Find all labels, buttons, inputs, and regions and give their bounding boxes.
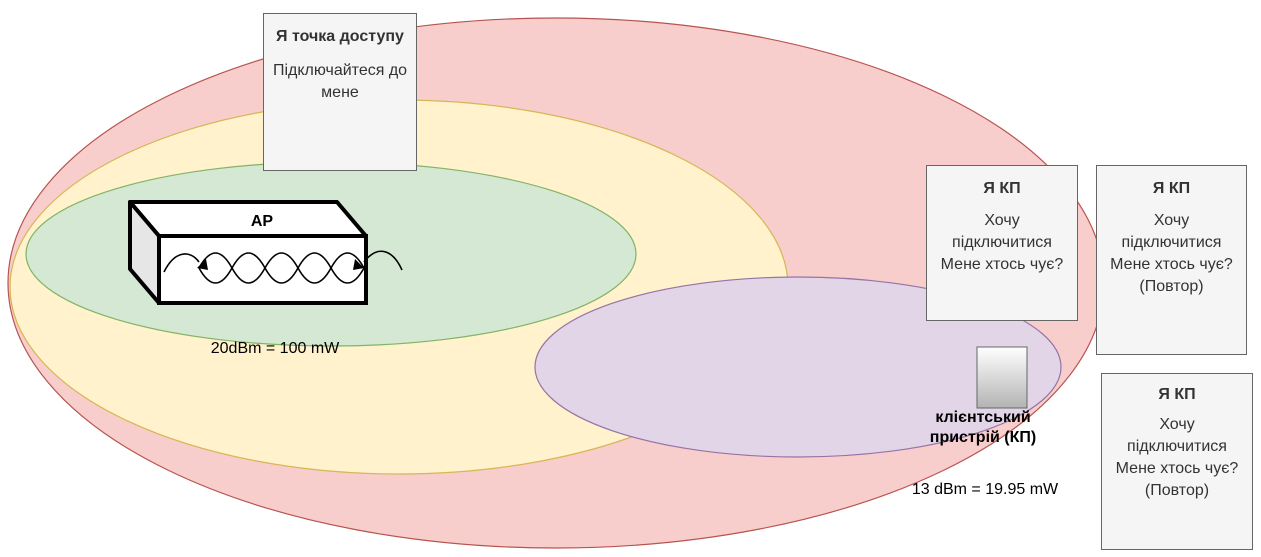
- client-message-box-1: Я КП Хочу підключитися Мене хтось чує?: [926, 165, 1078, 321]
- client-device-label: клієнтський пристрій (КП): [929, 409, 1037, 446]
- client-message-title: Я КП: [1158, 386, 1196, 403]
- client-message-body: Хочу підключитися Мене хтось чує? (Повто…: [1115, 416, 1239, 499]
- ap-message-body: Підключайтеся до мене: [272, 62, 408, 101]
- client-message-box-3: Я КП Хочу підключитися Мене хтось чує? (…: [1101, 373, 1253, 550]
- access-point-device: [128, 200, 403, 305]
- wave-icon: [163, 250, 403, 284]
- client-message-title: Я КП: [1152, 180, 1191, 197]
- client-message-title: Я КП: [983, 180, 1021, 197]
- client-message-body: Хочу підключитися Мене хтось чує? (Повто…: [1110, 212, 1233, 295]
- client-message-box-2: Я КП Хочу підключитися Мене хтось чує? (…: [1096, 165, 1247, 355]
- client-coverage-ellipse: [534, 276, 1062, 458]
- ap-power-label: 20dBm = 100 mW: [210, 340, 340, 357]
- device-label: AP: [250, 213, 274, 230]
- client-power-label: 13 dBm = 19.95 mW: [911, 481, 1059, 498]
- client-device-icon: [976, 346, 1028, 409]
- ap-message-title: Я точка доступу: [276, 28, 404, 45]
- ap-message-box: Я точка доступу Підключайтеся до мене: [263, 13, 417, 171]
- client-message-body: Хочу підключитися Мене хтось чує?: [940, 212, 1064, 273]
